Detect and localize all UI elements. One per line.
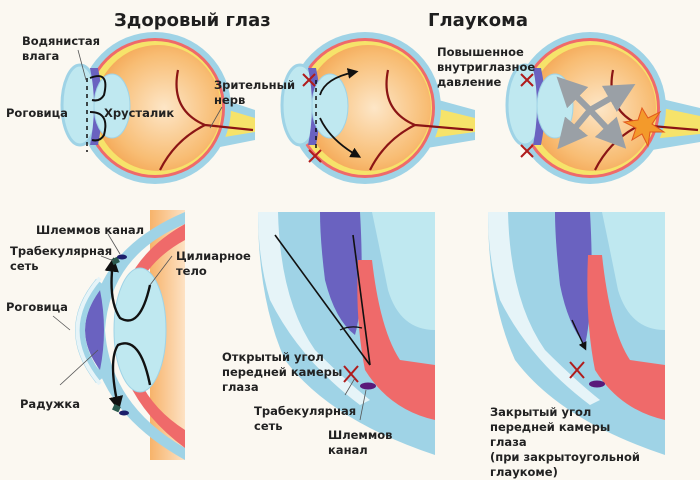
glaucoma-eye-blocked bbox=[280, 32, 475, 184]
healthy-eye bbox=[60, 32, 255, 184]
healthy-eye-title: Здоровый глаз bbox=[114, 10, 271, 31]
label-schlemm-canal: Шлеммов канал bbox=[36, 223, 145, 237]
label-ciliary-body: Цилиарное тело bbox=[176, 249, 251, 278]
label-schlemm-canal-middle: Шлеммов канал bbox=[328, 428, 393, 457]
label-trabecular-meshwork: Трабекулярная сеть bbox=[10, 244, 113, 273]
label-cornea-bottom: Роговица bbox=[6, 300, 68, 314]
anterior-segment-normal bbox=[52, 210, 185, 460]
label-cornea-top: Роговица bbox=[6, 106, 68, 120]
glaucoma-eye-pressure bbox=[505, 32, 700, 184]
label-iris: Радужка bbox=[20, 397, 80, 411]
blocked-x-icon bbox=[569, 361, 585, 379]
label-closed-angle: Закрытый угол передней камеры глаза (при… bbox=[490, 405, 640, 479]
open-angle-detail bbox=[258, 212, 435, 455]
label-open-angle: Открытый угол передней камеры глаза bbox=[222, 350, 343, 394]
label-lens: Хрусталик bbox=[104, 106, 175, 120]
label-trabecular-meshwork-middle: Трабекулярная сеть bbox=[254, 404, 357, 433]
label-aqueous-humor: Водянистая влага bbox=[22, 34, 100, 63]
blocked-x-icon bbox=[343, 365, 359, 383]
closed-angle-detail bbox=[488, 212, 665, 455]
blocked-x-icon bbox=[302, 73, 322, 163]
nerve-damage-star-icon bbox=[622, 106, 666, 148]
glaucoma-title: Глаукома bbox=[428, 10, 528, 31]
blocked-x-icon bbox=[520, 73, 534, 158]
label-optic-nerve: Зрительный нерв bbox=[214, 78, 296, 107]
pressure-arrows-icon bbox=[556, 76, 636, 150]
label-increased-pressure: Повышенное внутриглазное давление bbox=[437, 45, 536, 89]
